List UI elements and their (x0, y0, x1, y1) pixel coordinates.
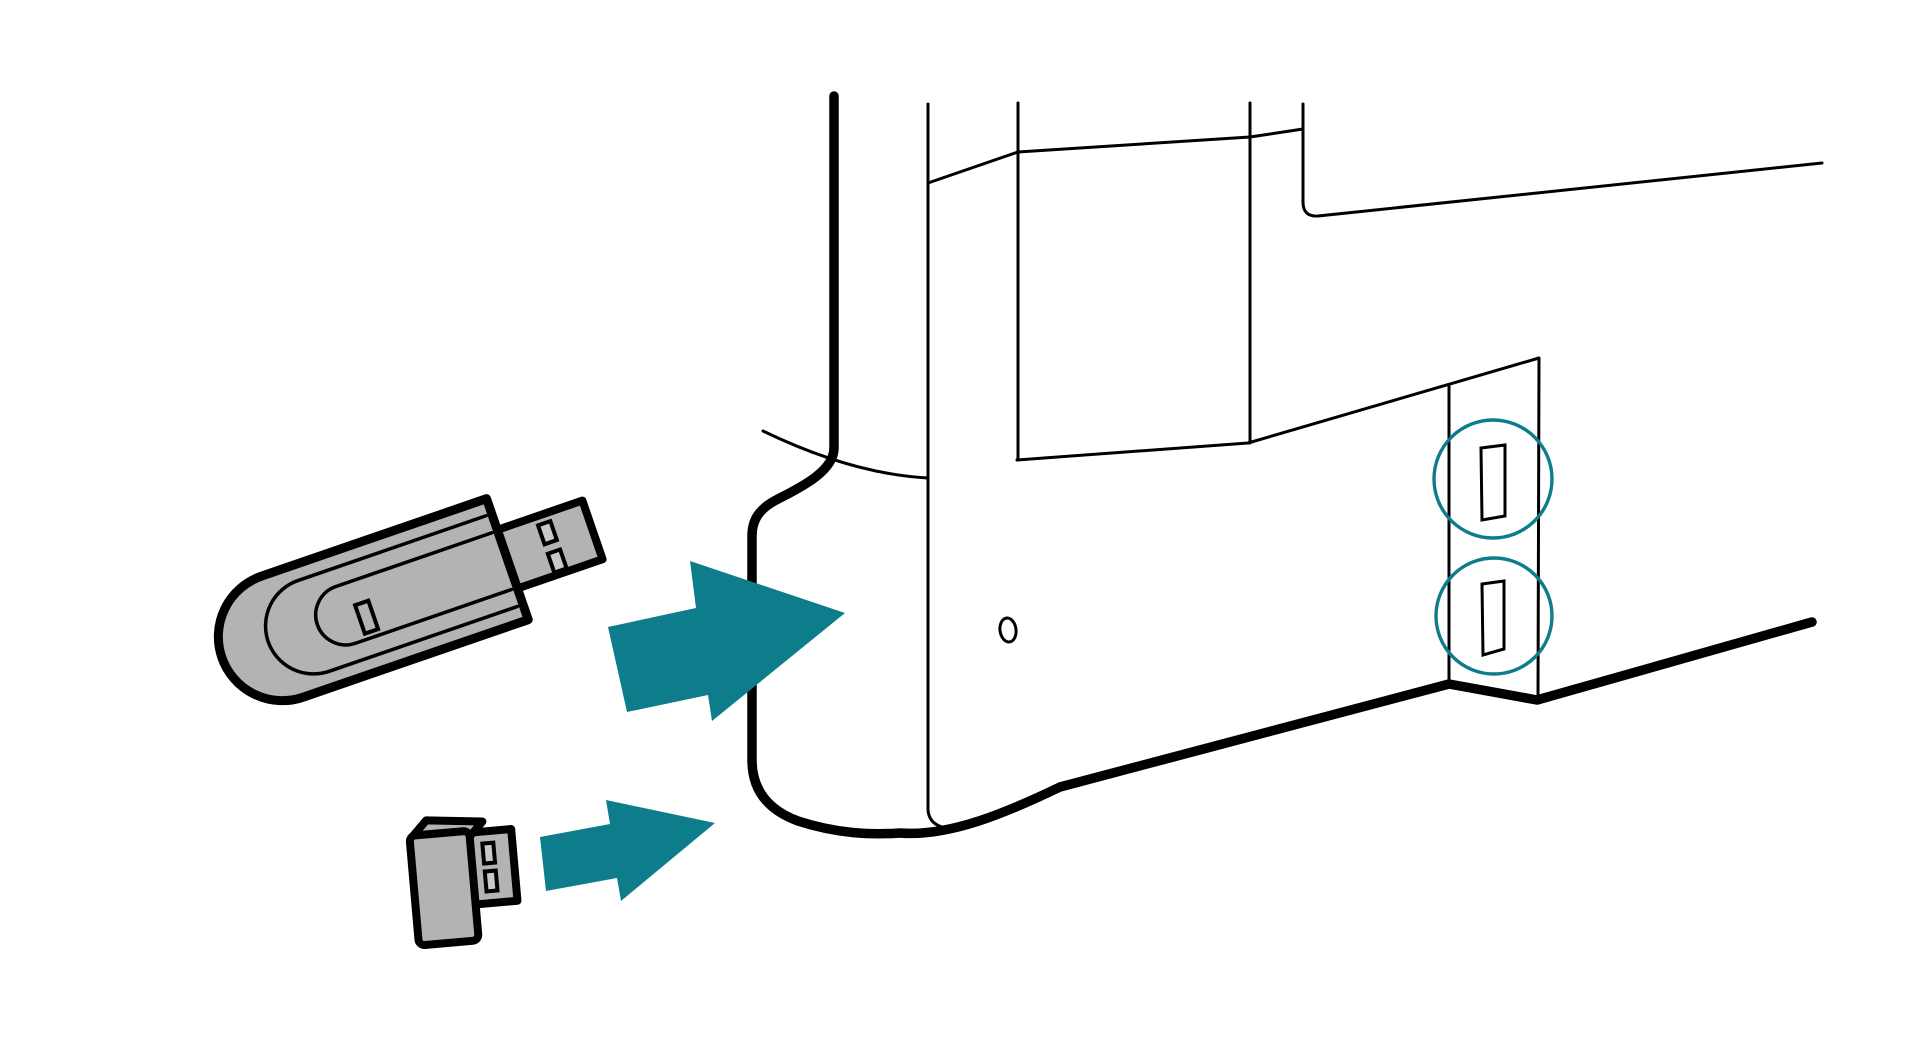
usb-flash-drive (213, 494, 607, 706)
usb-drive-body (213, 494, 533, 706)
top-fold-line (926, 127, 1305, 185)
port-strip-right-line (1536, 356, 1541, 700)
usb-drive-face-slot (352, 598, 381, 637)
usb-ports (1432, 418, 1554, 676)
usb-dongle (405, 816, 522, 950)
printer-outline (747, 91, 1824, 839)
printer-silhouette-path (747, 91, 1817, 839)
usb-drive-connector-slot-2 (545, 546, 570, 576)
usb-dongle-body (405, 827, 483, 950)
zero-marker (998, 616, 1018, 644)
usb-drive-connector-slot-1 (535, 518, 560, 547)
insert-arrow-small (540, 800, 715, 901)
corner-rim-curve (761, 429, 930, 480)
back-edge-line (1301, 102, 1824, 218)
usb-port-slot-bottom (1480, 579, 1506, 657)
front-column-line (926, 102, 944, 829)
usb-dongle-slot-1 (480, 840, 498, 866)
usb-dongle-slot-2 (482, 868, 500, 894)
insert-arrow-large (608, 561, 845, 721)
port-circle-bottom (1434, 556, 1554, 676)
port-circle-top (1432, 418, 1554, 540)
usb-drive-face-contour (313, 531, 514, 647)
side-panel-top-edge (1015, 356, 1541, 462)
usb-port-slot-top (1479, 443, 1507, 522)
usb-drive-inner-line (263, 514, 520, 676)
